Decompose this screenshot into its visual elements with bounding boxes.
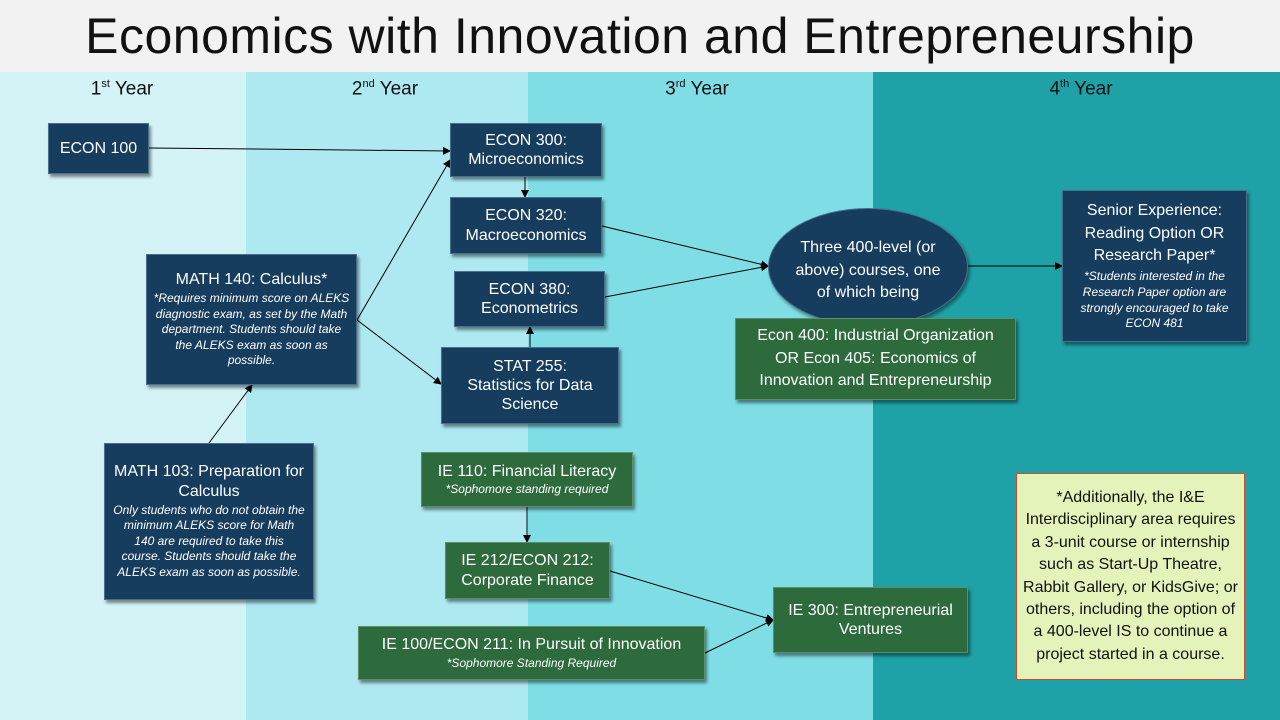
senior-experience: Senior Experience: Reading Option OR Res…	[1062, 190, 1247, 342]
course-stat-255: STAT 255: Statistics for Data Science	[441, 347, 619, 424]
year-2-heading: 2nd Year	[351, 78, 419, 100]
course-note: *Sophomore standing required	[445, 482, 609, 496]
course-ie-110: IE 110: Financial Literacy *Sophomore st…	[421, 452, 633, 507]
course-title: IE 300: Entrepreneurial Ventures	[788, 601, 953, 638]
course-note: *Requires minimum score on ALEKS diagnos…	[153, 291, 350, 368]
course-title: ECON 380: Econometrics	[481, 280, 578, 317]
footnote-text: *Additionally, the I&E Interdisciplinary…	[1023, 488, 1238, 663]
title-bar: Economics with Innovation and Entreprene…	[0, 0, 1280, 72]
course-title: Senior Experience: Reading Option OR Res…	[1084, 202, 1225, 264]
course-note: *Sophomore Standing Required	[446, 655, 617, 670]
course-note: *Students interested in the Research Pap…	[1080, 269, 1229, 331]
course-title: IE 100/ECON 211: In Pursuit of Innovatio…	[381, 636, 682, 654]
course-econ-300: ECON 300: Microeconomics	[450, 123, 602, 177]
course-title: MATH 140: Calculus*	[175, 270, 328, 288]
course-econ-380: ECON 380: Econometrics	[454, 271, 605, 327]
course-title: ECON 320: Macroeconomics	[465, 207, 587, 244]
course-econ-320: ECON 320: Macroeconomics	[450, 197, 602, 254]
course-econ-100: ECON 100	[48, 123, 149, 174]
course-econ-400-or-405: Econ 400: Industrial Organization OR Eco…	[735, 318, 1016, 400]
course-ie-300: IE 300: Entrepreneurial Ventures	[773, 587, 968, 653]
course-title: MATH 103: Preparation for Calculus	[113, 463, 304, 500]
course-title: ECON 300: Microeconomics	[468, 131, 584, 168]
year-1-heading: 1st Year	[90, 78, 154, 100]
year-3-heading: 3rd Year	[665, 78, 729, 100]
footnote-box: *Additionally, the I&E Interdisciplinary…	[1016, 473, 1245, 680]
course-title: Three 400-level (or above) courses, one …	[795, 239, 941, 302]
course-math-103: MATH 103: Preparation for Calculus Only …	[104, 443, 314, 600]
course-title: STAT 255: Statistics for Data Science	[467, 357, 593, 414]
course-math-140: MATH 140: Calculus* *Requires minimum sc…	[146, 254, 357, 385]
page-title: Economics with Innovation and Entreprene…	[85, 8, 1195, 64]
course-ie-212: IE 212/ECON 212: Corporate Finance	[445, 542, 610, 599]
course-title: ECON 100	[59, 139, 138, 157]
year-4-heading: 4th Year	[1049, 78, 1113, 100]
course-title: IE 110: Financial Literacy	[437, 462, 617, 480]
course-title: IE 212/ECON 212: Corporate Finance	[461, 552, 594, 589]
three-400-level-courses: Three 400-level (or above) courses, one …	[768, 208, 968, 326]
course-note: Only students who do not obtain the mini…	[113, 502, 305, 580]
course-title: Econ 400: Industrial Organization OR Eco…	[757, 327, 994, 390]
course-ie-100: IE 100/ECON 211: In Pursuit of Innovatio…	[358, 626, 705, 680]
year-1-column	[0, 72, 246, 720]
